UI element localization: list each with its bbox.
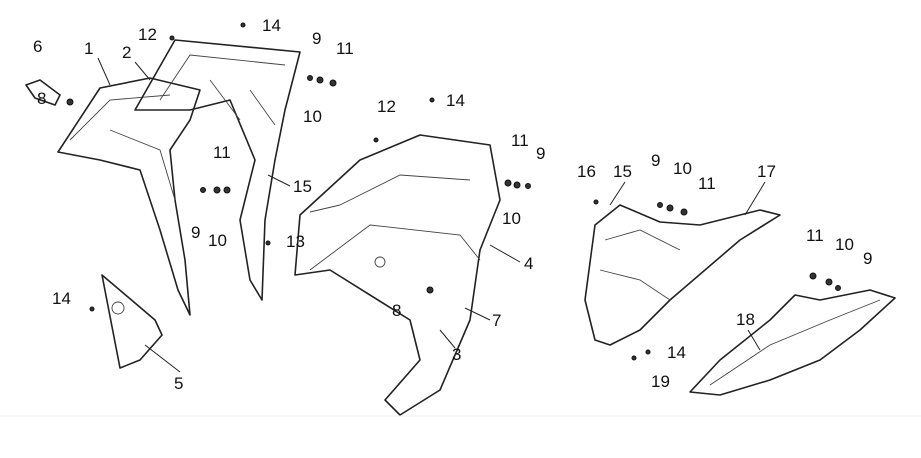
callout-7: 7 — [492, 311, 501, 330]
callout-14: 14 — [446, 91, 465, 110]
leader-lines — [97, 57, 766, 373]
callout-19: 19 — [651, 372, 670, 391]
callout-9: 9 — [191, 223, 200, 242]
part-6-turn-signal — [25, 79, 61, 106]
part-2-inner-panel — [134, 39, 301, 301]
part-1-front-fairing — [57, 77, 201, 316]
callout-11: 11 — [213, 143, 231, 162]
callout-4: 4 — [524, 254, 533, 273]
callout-14: 14 — [52, 289, 71, 308]
callout-9: 9 — [312, 29, 321, 48]
callout-10: 10 — [208, 231, 227, 250]
callout-3: 3 — [452, 345, 461, 364]
callout-16: 16 — [577, 162, 596, 181]
callout-10: 10 — [835, 235, 854, 254]
part-18-under-cover — [689, 289, 896, 396]
callout-10: 10 — [673, 159, 692, 178]
callout-9: 9 — [863, 249, 872, 268]
callout-11: 11 — [511, 131, 529, 150]
callout-10: 10 — [502, 209, 521, 228]
callout-9: 9 — [651, 151, 660, 170]
callout-labels: 6 1 2 12 14 9 11 8 10 12 14 11 15 9 10 1… — [33, 16, 872, 393]
fasteners — [66, 22, 841, 361]
callout-18: 18 — [736, 310, 755, 329]
callout-8: 8 — [37, 89, 46, 108]
callout-14: 14 — [262, 16, 281, 35]
part-5-lower-cover — [101, 274, 163, 369]
callout-11: 11 — [806, 226, 824, 245]
part-3-4-side-panel — [294, 134, 501, 416]
part-17-side-cover — [584, 204, 781, 346]
callout-1: 1 — [84, 39, 93, 58]
callout-12: 12 — [138, 25, 157, 44]
callout-5: 5 — [174, 374, 183, 393]
callout-2: 2 — [122, 43, 131, 62]
callout-11: 11 — [336, 39, 354, 58]
callout-14: 14 — [667, 343, 686, 362]
callout-9: 9 — [536, 144, 545, 163]
callout-8: 8 — [392, 301, 401, 320]
callout-11: 11 — [698, 174, 716, 193]
callout-15: 15 — [613, 162, 632, 181]
callout-12: 12 — [377, 97, 396, 116]
callout-6: 6 — [33, 37, 42, 56]
callout-13: 13 — [286, 232, 305, 251]
callout-17: 17 — [757, 162, 776, 181]
callout-10: 10 — [303, 107, 322, 126]
callout-15: 15 — [293, 177, 312, 196]
